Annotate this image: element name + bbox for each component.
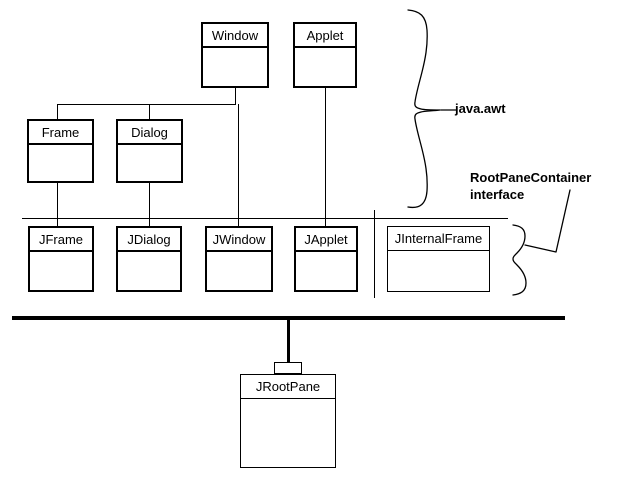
annotation-java-awt: java.awt [455,101,506,116]
connector-bar-to-jrootpane [287,320,290,362]
class-box-frame[interactable]: Frame [27,119,94,183]
connector-bus-to-frame [57,104,58,119]
package-separator-line [22,218,508,219]
jinternalframe-brace [512,224,527,296]
class-box-jinternalframe[interactable]: JInternalFrame [387,226,490,292]
connector-window-to-jwindow [238,104,239,226]
java-awt-brace [407,9,441,209]
class-name-jwindow: JWindow [207,228,271,252]
group-divider-line [374,210,375,298]
connector-bus-awt [57,104,236,105]
class-name-jinternalframe: JInternalFrame [388,227,489,251]
class-box-applet[interactable]: Applet [293,22,357,88]
class-name-japplet: JApplet [296,228,356,252]
connector-bus-to-dialog [149,104,150,119]
connector-applet-to-japplet [325,88,326,226]
class-name-applet: Applet [295,24,355,48]
connector-window-down [235,88,236,104]
class-box-jframe[interactable]: JFrame [28,226,94,292]
rootpane-interface-pointer-line [524,189,571,253]
class-name-jdialog: JDialog [118,228,180,252]
class-name-dialog: Dialog [118,121,181,145]
class-name-jrootpane: JRootPane [241,375,335,399]
class-box-jrootpane[interactable]: JRootPane [240,374,336,468]
jrootpane-connector-stub [274,362,302,374]
connector-frame-to-jframe [57,183,58,226]
class-box-window[interactable]: Window [201,22,269,88]
class-name-window: Window [203,24,267,48]
class-box-jdialog[interactable]: JDialog [116,226,182,292]
class-box-japplet[interactable]: JApplet [294,226,358,292]
java-awt-label-tick [440,109,457,111]
annotation-rootpanecontainer-title: RootPaneContainer [470,170,592,185]
connector-dialog-to-jdialog [149,183,150,226]
rootpane-container-bar [12,316,565,320]
annotation-rootpanecontainer-subtitle: interface [470,187,525,202]
class-name-jframe: JFrame [30,228,92,252]
class-name-frame: Frame [29,121,92,145]
class-box-dialog[interactable]: Dialog [116,119,183,183]
class-box-jwindow[interactable]: JWindow [205,226,273,292]
